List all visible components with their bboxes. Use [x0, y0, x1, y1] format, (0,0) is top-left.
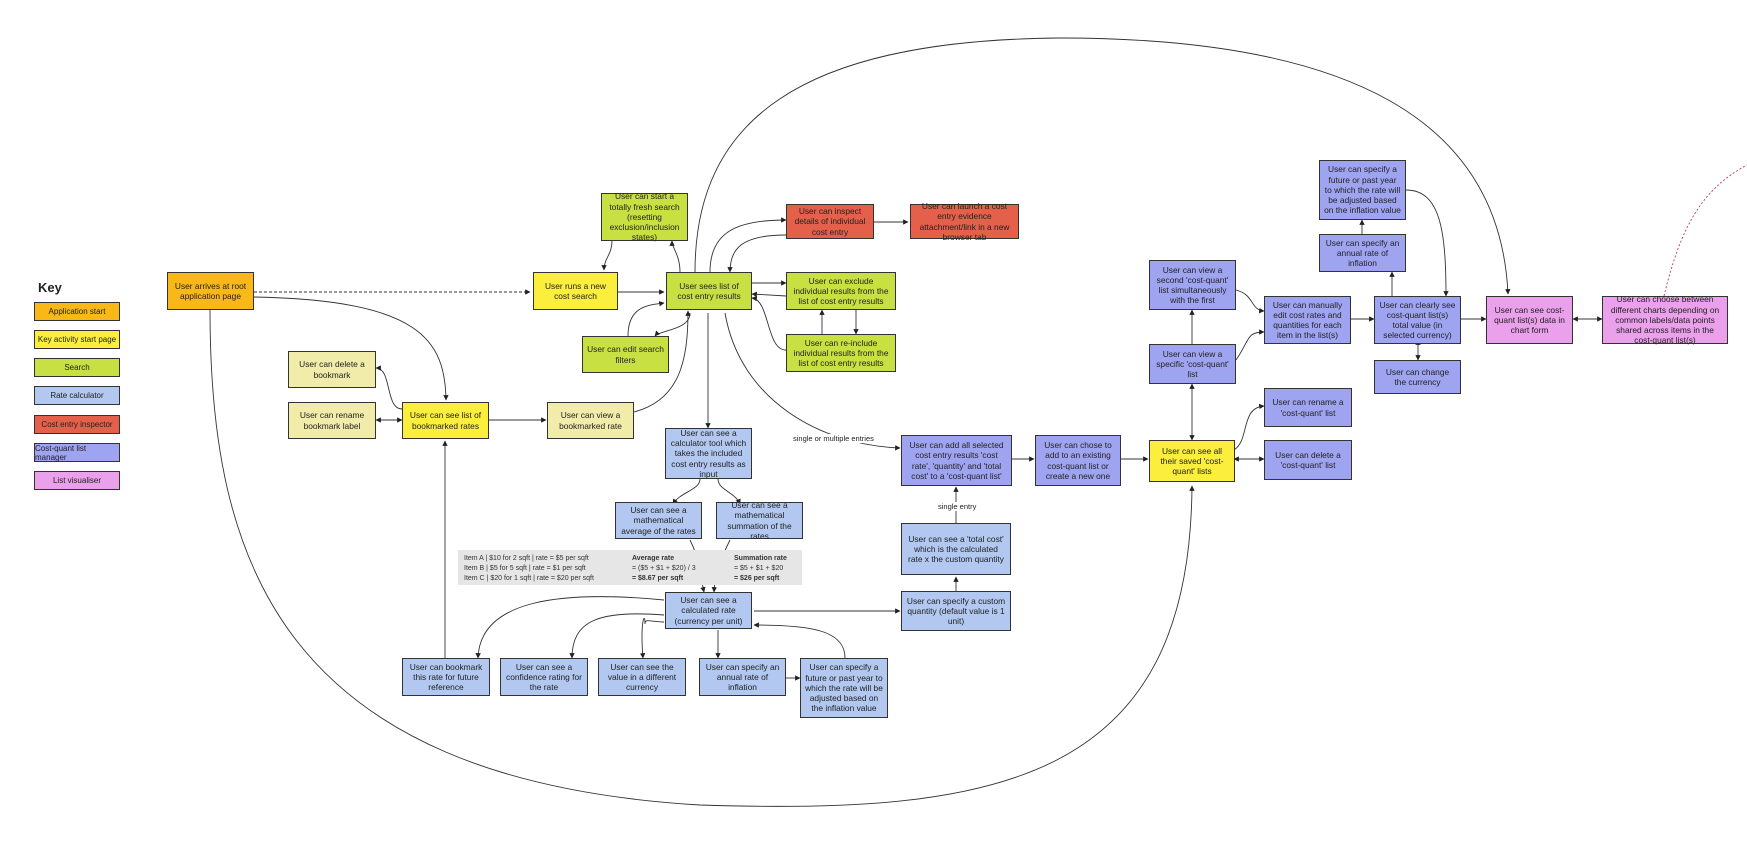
- key-item-rate-calculator: Rate calculator: [34, 386, 120, 405]
- node-exclude[interactable]: User can exclude individual results from…: [786, 272, 896, 310]
- node-add-selected[interactable]: User can add all selected cost entry res…: [901, 435, 1012, 486]
- edge-root-loop: [209, 309, 1195, 807]
- edge-rate-currency: [639, 617, 665, 659]
- node-new-search[interactable]: User runs a new cost search: [533, 272, 618, 310]
- edge-saved-rename: [1233, 403, 1265, 451]
- summation-rate-title: Summation rate: [734, 555, 787, 562]
- edge-year-rate: [753, 622, 846, 659]
- edge-view-manual: [1235, 329, 1265, 361]
- node-edit-filters[interactable]: User can edit search filters: [582, 336, 669, 373]
- key-item-list-visualiser: List visualiser: [34, 471, 120, 490]
- key-item-key-activity: Key activity start page: [34, 330, 120, 349]
- node-reinclude[interactable]: User can re-include individual results f…: [786, 334, 896, 372]
- node-custom-quantity[interactable]: User can specify a custom quantity (defa…: [901, 591, 1011, 631]
- edge-results-filters: [654, 312, 691, 337]
- node-launch-evidence[interactable]: User can launch a cost entry evidence at…: [910, 201, 1019, 242]
- node-saved-lists[interactable]: User can see all their saved 'cost-quant…: [1149, 440, 1235, 482]
- edge-rate-bookmark: [475, 596, 665, 659]
- edge-results-add: [724, 312, 901, 451]
- node-summation[interactable]: User can see a mathematical summation of…: [716, 500, 803, 541]
- edge-year-total: [1405, 189, 1449, 297]
- key-item-cost-entry-inspector: Cost entry inspector: [34, 415, 120, 434]
- node-root[interactable]: User arrives at root application page: [167, 272, 254, 310]
- node-bookmarked-list[interactable]: User can see list of bookmarked rates: [402, 402, 489, 439]
- node-manual-edit[interactable]: User can manually edit cost rates and qu…: [1264, 296, 1351, 344]
- node-view-bookmarked[interactable]: User can view a bookmarked rate: [547, 402, 634, 439]
- node-clear-total[interactable]: User can clearly see cost-quant list(s) …: [1374, 296, 1461, 344]
- edge-filters-results: [627, 301, 665, 337]
- edge-exclude-results: [751, 291, 787, 297]
- edge-fresh-search: [601, 240, 613, 271]
- edge-inspect-results: [727, 234, 787, 273]
- edge-label-multiple: single or multiple entries: [792, 434, 875, 443]
- node-delete-bookmark[interactable]: User can delete a bookmark: [288, 351, 376, 388]
- node-view-second[interactable]: User can view a second 'cost-quant' list…: [1149, 260, 1236, 310]
- node-delete-cq[interactable]: User can delete a 'cost-quant' list: [1264, 440, 1352, 480]
- edge-second-manual: [1235, 289, 1265, 314]
- edge-calc-sum: [717, 478, 741, 505]
- edge-choose-offscreen: [1663, 164, 1747, 297]
- node-confidence[interactable]: User can see a confidence rating for the…: [500, 658, 588, 696]
- edge-calc-avg: [672, 478, 701, 505]
- edge-label-single: single entry: [937, 502, 978, 511]
- node-average[interactable]: User can see a mathematical average of t…: [615, 502, 702, 539]
- node-future-year-rc[interactable]: User can specify a future or past year t…: [800, 658, 888, 718]
- node-list-results[interactable]: User sees list of cost entry results: [666, 272, 752, 310]
- node-future-year-cq[interactable]: User can specify a future or past year t…: [1319, 160, 1406, 220]
- node-different-currency[interactable]: User can see the value in a different cu…: [598, 658, 686, 696]
- edge-bmlist-delete: [375, 365, 403, 410]
- example-item-c: Item C | $20 for 1 sqft | rate = $20 per…: [464, 574, 594, 582]
- key-item-search: Search: [34, 358, 120, 377]
- summation-rate-formula: = $5 + $1 + $20: [734, 564, 784, 572]
- example-note: Item A | $10 for 2 sqft | rate = $5 per …: [458, 550, 802, 585]
- node-choose-charts[interactable]: User can choose between different charts…: [1602, 294, 1728, 345]
- node-inspect[interactable]: User can inspect details of individual c…: [786, 204, 874, 239]
- edge-rate-confidence: [569, 613, 665, 659]
- summation-rate-result: = $26 per sqft: [734, 574, 780, 582]
- edge-results-fresh: [669, 240, 681, 273]
- node-chart-form[interactable]: User can see cost-quant list(s) data in …: [1486, 296, 1573, 344]
- node-change-currency[interactable]: User can change the currency: [1374, 360, 1461, 394]
- node-annual-inflation-rc[interactable]: User can specify an annual rate of infla…: [699, 658, 786, 696]
- edge-view-results: [633, 310, 691, 413]
- key-title: Key: [38, 280, 62, 295]
- node-chose-add[interactable]: User can chose to add to an existing cos…: [1035, 435, 1121, 486]
- node-total-cost[interactable]: User can see a 'total cost' which is the…: [901, 523, 1011, 575]
- edge-reinclude-results: [751, 295, 787, 351]
- node-bookmark-rate[interactable]: User can bookmark this rate for future r…: [402, 658, 490, 696]
- average-rate-title: Average rate: [632, 555, 675, 562]
- key-item-cost-quant-list-manager: Cost-quant list manager: [34, 443, 120, 462]
- key-item-application-start: Application start: [34, 302, 120, 321]
- example-item-a: Item A | $10 for 2 sqft | rate = $5 per …: [464, 555, 589, 562]
- node-rename-cq[interactable]: User can rename a 'cost-quant' list: [1264, 388, 1352, 427]
- node-rename-bookmark[interactable]: User can rename bookmark label: [288, 402, 376, 439]
- average-rate-formula: = ($5 + $1 + $20) / 3: [632, 564, 696, 572]
- edge-results-inspect: [709, 217, 787, 273]
- node-annual-inflation-cq[interactable]: User can specify an annual rate of infla…: [1319, 234, 1406, 272]
- example-item-b: Item B | $5 for 5 sqft | rate = $1 per s…: [464, 564, 586, 572]
- node-fresh-search[interactable]: User can start a totally fresh search (r…: [601, 191, 688, 242]
- node-calculated-rate[interactable]: User can see a calculated rate (currency…: [665, 592, 752, 629]
- average-rate-result: = $8.67 per sqft: [632, 574, 684, 582]
- node-view-specific[interactable]: User can view a specific 'cost-quant' li…: [1149, 344, 1236, 384]
- edge-results-chart: [694, 37, 1511, 295]
- node-calculator[interactable]: User can see a calculator tool which tak…: [665, 428, 752, 479]
- edge-root-bookmarks: [253, 296, 449, 401]
